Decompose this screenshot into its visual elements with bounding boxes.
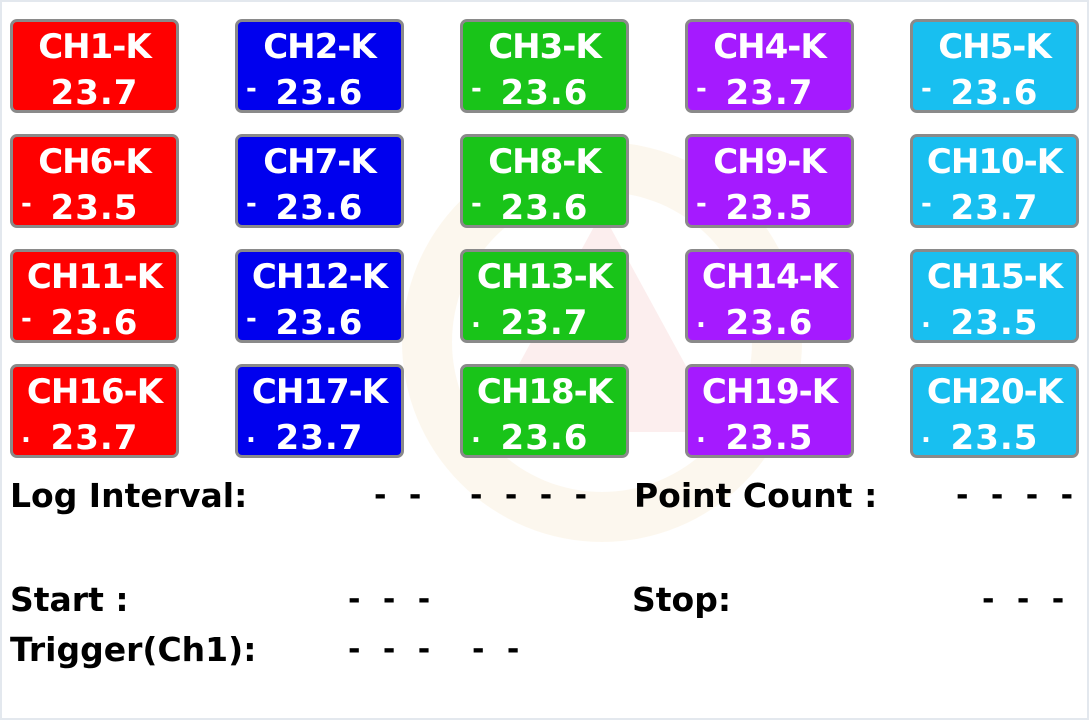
log-interval-label: Log Interval: [10, 476, 248, 515]
channel-label: CH9-K [713, 142, 827, 182]
log-interval-value-a: - - [374, 478, 428, 513]
channel-prefix: . [696, 304, 706, 334]
channel-tile-ch16[interactable]: CH16-K. 23.7 [10, 364, 179, 458]
channel-value: 23.5 [50, 188, 139, 228]
channel-prefix: . [921, 304, 931, 334]
channel-tile-ch3[interactable]: CH3-K-23.6 [460, 19, 629, 113]
channel-prefix: - [921, 74, 932, 104]
channel-prefix: - [696, 74, 707, 104]
channel-value: 23.6 [275, 303, 364, 343]
channel-tile-ch17[interactable]: CH17-K. 23.7 [235, 364, 404, 458]
channel-tile-ch9[interactable]: CH9-K-23.5 [685, 134, 854, 228]
channel-value: 23.7 [50, 73, 139, 113]
channel-label: CH12-K [251, 257, 388, 297]
channel-prefix: - [246, 304, 257, 334]
channel-tile-ch2[interactable]: CH2-K-23.6 [235, 19, 404, 113]
channel-label: CH18-K [476, 372, 613, 412]
channel-label: CH20-K [926, 372, 1063, 412]
channel-prefix: - [21, 189, 32, 219]
channel-label: CH15-K [926, 257, 1063, 297]
channel-prefix: . [696, 419, 706, 449]
channel-value: 23.6 [500, 73, 589, 113]
channel-label: CH17-K [251, 372, 388, 412]
channel-label: CH11-K [26, 257, 163, 297]
channel-prefix: . [921, 419, 931, 449]
channel-tile-ch14[interactable]: CH14-K. 23.6 [685, 249, 854, 343]
channel-value: 23.5 [950, 303, 1039, 343]
channel-value: 23.5 [725, 418, 814, 458]
channel-value: 23.6 [50, 303, 139, 343]
channel-label: CH14-K [701, 257, 838, 297]
channel-value: 23.7 [950, 188, 1039, 228]
channel-label: CH10-K [926, 142, 1063, 182]
channel-prefix: - [696, 189, 707, 219]
channel-tile-ch18[interactable]: CH18-K. 23.6 [460, 364, 629, 458]
log-interval-value-b: - - - - [470, 478, 594, 513]
channel-value: 23.6 [500, 188, 589, 228]
channel-tile-ch12[interactable]: CH12-K -23.6 [235, 249, 404, 343]
channel-label: CH5-K [938, 27, 1052, 67]
channel-prefix: - [246, 189, 257, 219]
channel-tile-ch11[interactable]: CH11-K -23.6 [10, 249, 179, 343]
channel-prefix: - [471, 189, 482, 219]
point-count-value: - - - - [956, 478, 1080, 513]
channel-label: CH7-K [263, 142, 377, 182]
channel-value: 23.6 [950, 73, 1039, 113]
trigger-label: Trigger(Ch1): [10, 630, 257, 669]
channel-value: 23.5 [950, 418, 1039, 458]
channel-tile-ch10[interactable]: CH10-K -23.7 [910, 134, 1079, 228]
start-label: Start : [10, 580, 129, 619]
channel-tile-ch4[interactable]: CH4-K-23.7 [685, 19, 854, 113]
trigger-value-a: - - - [348, 632, 437, 667]
channel-prefix: . [21, 419, 31, 449]
channel-label: CH4-K [713, 27, 827, 67]
channel-label: CH8-K [488, 142, 602, 182]
channel-value: 23.6 [500, 418, 589, 458]
channel-label: CH3-K [488, 27, 602, 67]
channel-tile-ch20[interactable]: CH20-K. 23.5 [910, 364, 1079, 458]
channel-prefix: - [921, 189, 932, 219]
channel-prefix: - [471, 74, 482, 104]
channel-value: 23.7 [50, 418, 139, 458]
channel-prefix: . [246, 419, 256, 449]
channel-label: CH13-K [476, 257, 613, 297]
channel-tile-ch7[interactable]: CH7-K-23.6 [235, 134, 404, 228]
channel-tile-ch1[interactable]: CH1-K 23.7 [10, 19, 179, 113]
channel-value: 23.5 [725, 188, 814, 228]
channel-label: CH16-K [26, 372, 163, 412]
channel-tile-ch8[interactable]: CH8-K-23.6 [460, 134, 629, 228]
channel-prefix: - [246, 74, 257, 104]
channel-label: CH6-K [38, 142, 152, 182]
stop-label: Stop: [632, 580, 732, 619]
stop-value: - - - [982, 582, 1071, 617]
channel-value: 23.6 [725, 303, 814, 343]
channel-prefix: - [21, 304, 32, 334]
channel-tile-ch15[interactable]: CH15-K. 23.5 [910, 249, 1079, 343]
channel-value: 23.7 [725, 73, 814, 113]
channel-value: 23.6 [275, 73, 364, 113]
trigger-value-b: - - [472, 632, 526, 667]
channel-tile-ch6[interactable]: CH6-K-23.5 [10, 134, 179, 228]
channel-tile-ch5[interactable]: CH5-K-23.6 [910, 19, 1079, 113]
channel-value: 23.7 [275, 418, 364, 458]
channel-value: 23.6 [275, 188, 364, 228]
start-value: - - - [348, 582, 437, 617]
channel-label: CH19-K [701, 372, 838, 412]
channel-label: CH1-K [38, 27, 152, 67]
channel-prefix: . [471, 419, 481, 449]
channel-prefix: . [471, 304, 481, 334]
channel-tile-ch13[interactable]: CH13-K. 23.7 [460, 249, 629, 343]
channel-label: CH2-K [263, 27, 377, 67]
channel-value: 23.7 [500, 303, 589, 343]
point-count-label: Point Count : [634, 476, 878, 515]
channel-tile-ch19[interactable]: CH19-K. 23.5 [685, 364, 854, 458]
